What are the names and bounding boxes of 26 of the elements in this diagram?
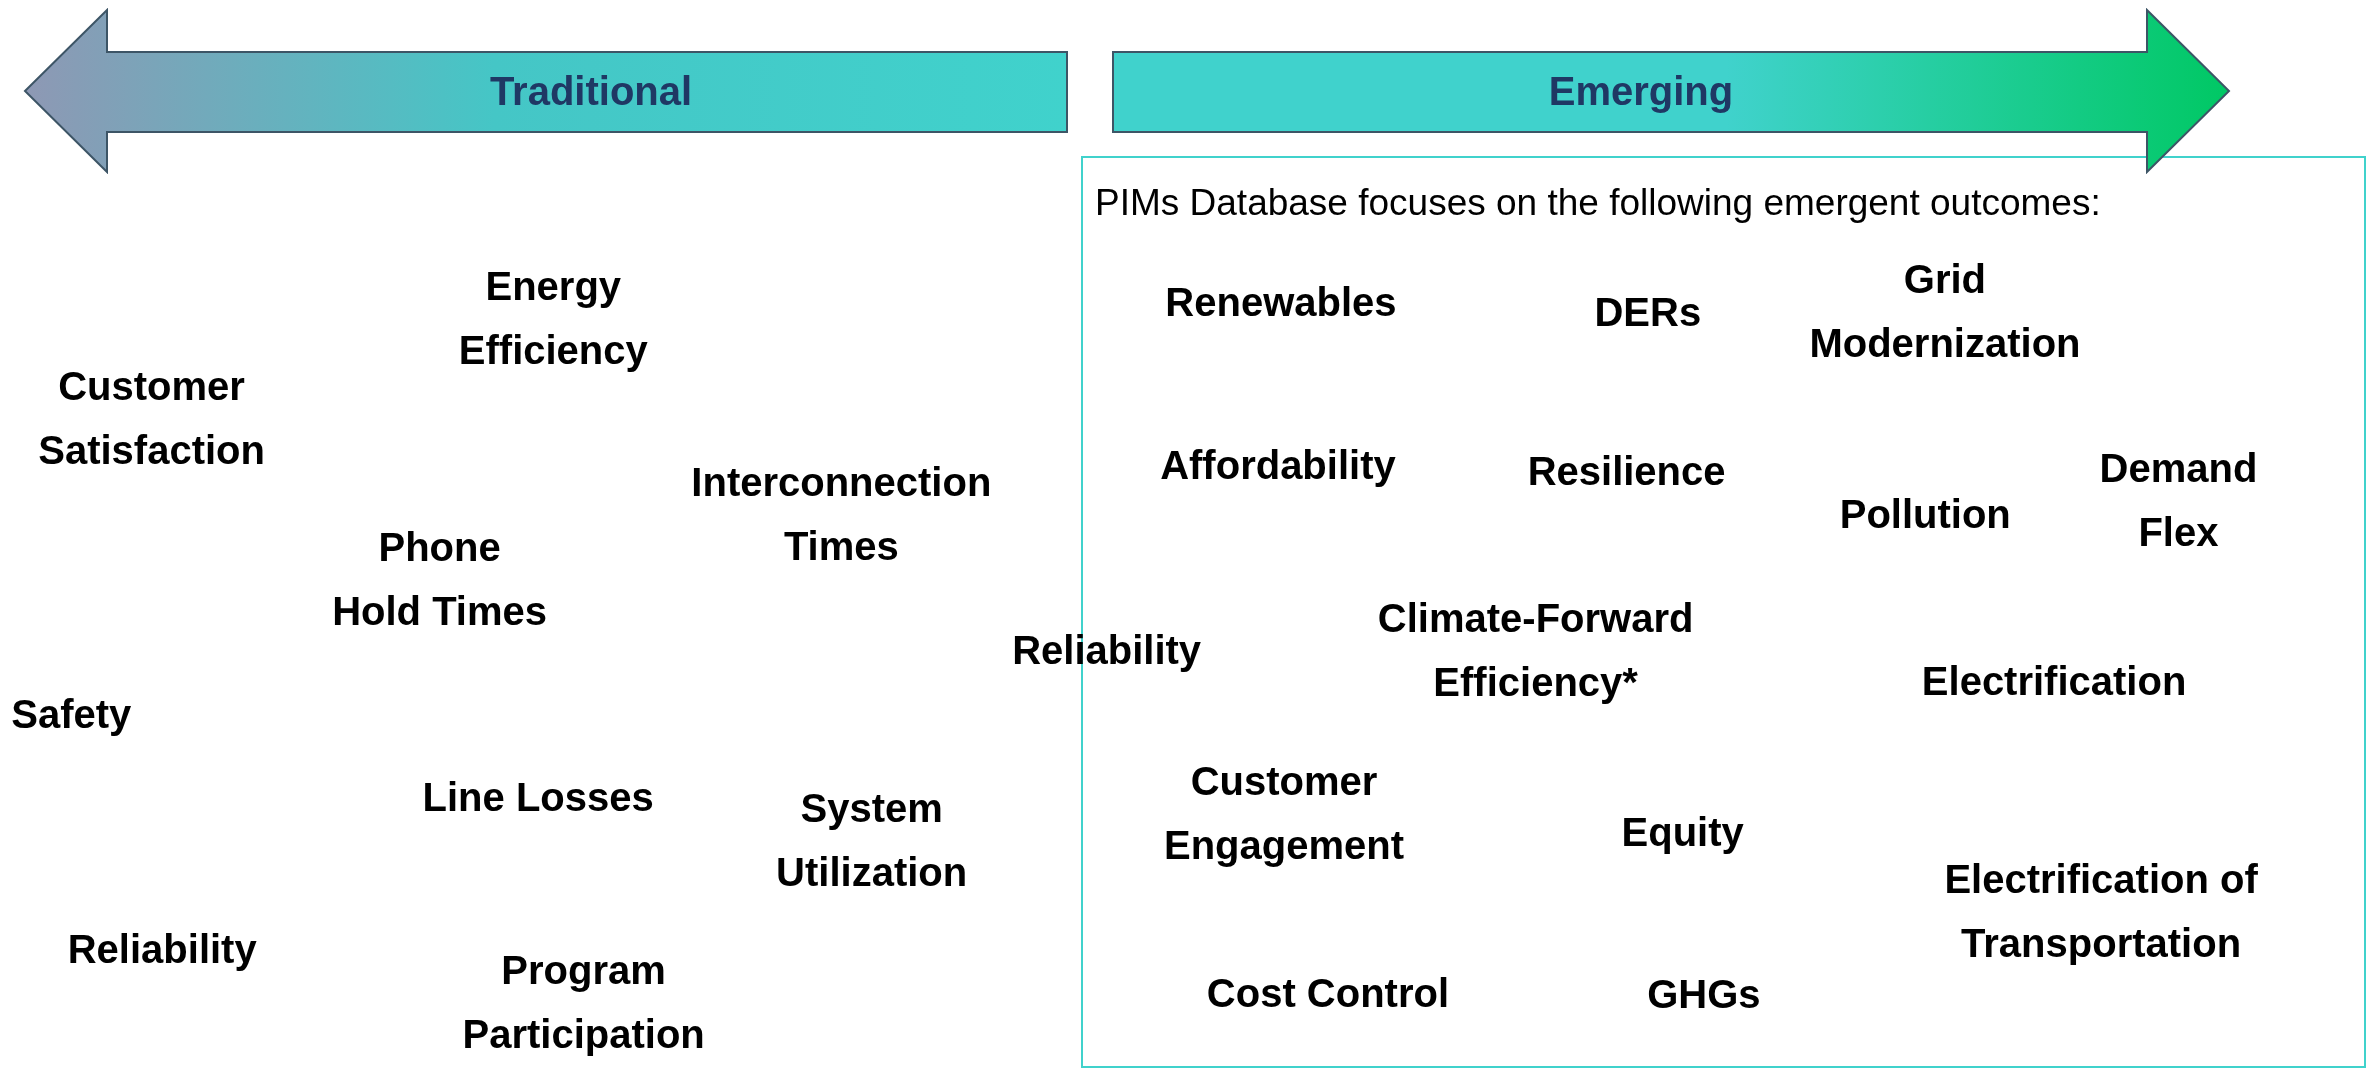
- outcome-label: Electrification: [1921, 657, 2187, 705]
- outcome-label: GHGs: [1647, 971, 1761, 1019]
- outcome-label: Safety: [11, 691, 132, 738]
- outcome-label: Cost Control: [1206, 969, 1450, 1017]
- outcome-label: Electrification of Transportation: [1944, 856, 2258, 968]
- outcome-label: Line Losses: [422, 774, 654, 822]
- outcome-label: Renewables: [1165, 278, 1397, 326]
- outcome-label: Program Participation: [462, 947, 705, 1059]
- outcome-label: Resilience: [1527, 448, 1726, 496]
- outcome-label: Equity: [1621, 809, 1744, 857]
- outcome-label: Customer Engagement: [1164, 757, 1404, 869]
- outcome-label: Demand Flex: [2099, 445, 2258, 557]
- outcome-label: Affordability: [1160, 442, 1396, 490]
- outcome-label: DERs: [1594, 289, 1702, 337]
- banner-label: Emerging: [1548, 68, 1734, 114]
- outcome-label: Interconnection Times: [691, 458, 992, 570]
- box-heading: PIMs Database focuses on the following emergent outcomes:: [1095, 182, 2101, 224]
- outcome-label: Pollution: [1839, 490, 2011, 538]
- outcome-label: Climate-Forward Efficiency*: [1377, 595, 1694, 707]
- outcome-label: Phone Hold Times: [332, 524, 548, 636]
- outcome-label: Energy Efficiency: [458, 263, 648, 375]
- outcome-label: System Utilization: [776, 784, 968, 896]
- outcome-label: Grid Modernization: [1809, 255, 2081, 367]
- banner-label: Traditional: [489, 68, 693, 114]
- outcome-label: Customer Satisfaction: [38, 363, 265, 475]
- outcome-label: Reliability: [67, 925, 257, 973]
